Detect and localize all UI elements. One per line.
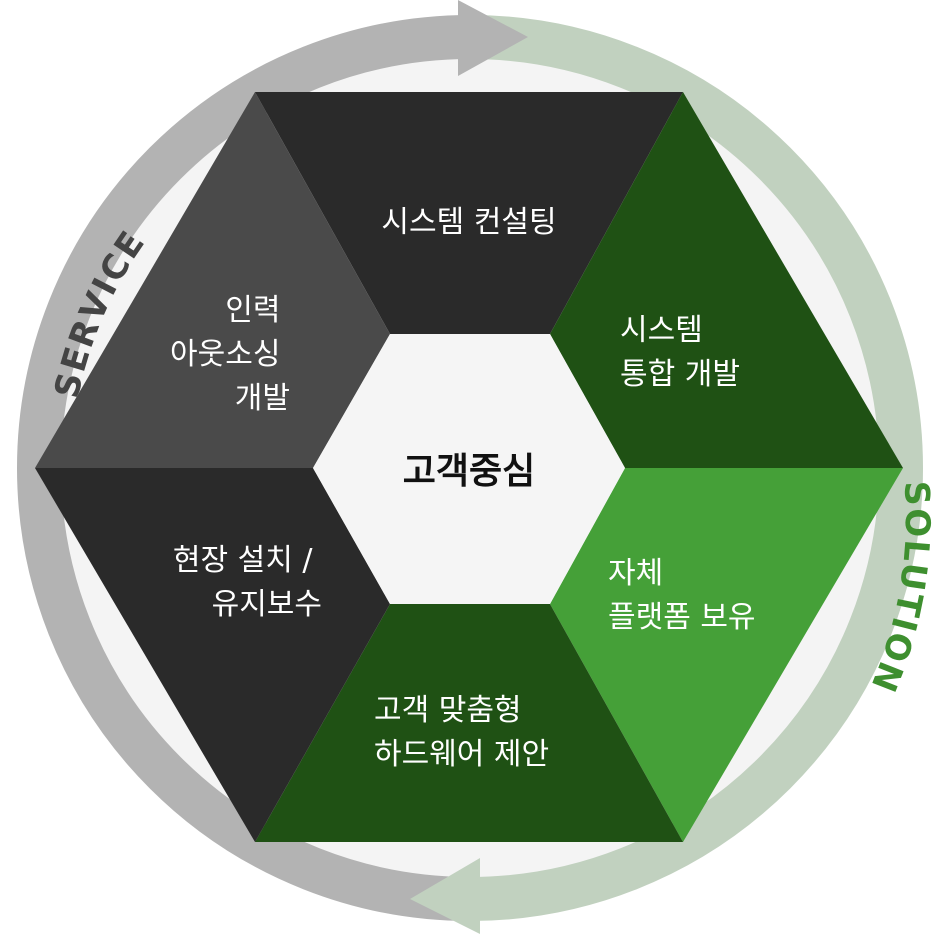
- center-hexagon: [313, 334, 625, 604]
- label-upper-right: 시스템 통합 개발: [620, 313, 740, 392]
- label-lower-left: 현장 설치 / 유지보수: [173, 543, 322, 622]
- segment-lower-left: [35, 468, 390, 842]
- segment-upper-left: [35, 92, 390, 468]
- segment-bottom: [255, 604, 683, 842]
- segment-top: [255, 92, 683, 334]
- label-lower-right: 자체 플랫폼 보유: [608, 556, 756, 635]
- segment-upper-right: [550, 92, 903, 468]
- label-upper-left: 인력 아웃소싱 개발: [170, 293, 290, 416]
- service-arrowhead: [458, 0, 528, 76]
- label-top: 시스템 컨설팅: [381, 205, 556, 240]
- center-label: 고객중심: [403, 451, 535, 492]
- label-bottom: 고객 맞춤형 하드웨어 제안: [374, 693, 549, 772]
- segment-lower-right: [550, 468, 903, 842]
- solution-arrowhead: [410, 858, 480, 934]
